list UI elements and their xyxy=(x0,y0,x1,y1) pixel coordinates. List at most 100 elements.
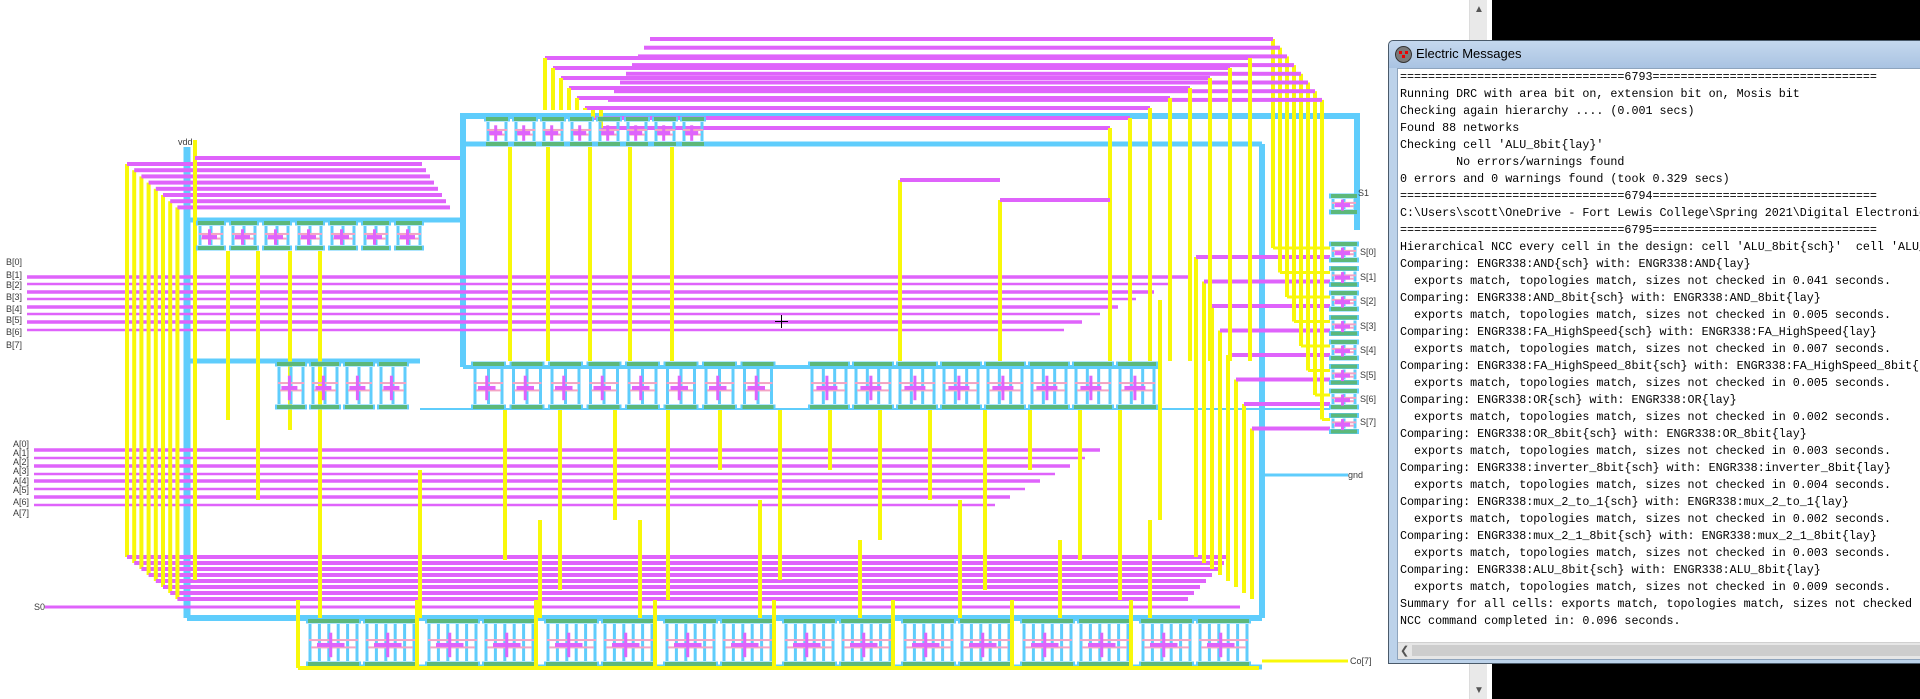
full-adder-cell xyxy=(1196,618,1251,667)
or-cell-diffusion xyxy=(627,367,631,404)
sum-input-wire xyxy=(1212,304,1330,308)
full-adder-cell-diffusion xyxy=(950,624,954,661)
right-bus-wire xyxy=(1285,56,1289,298)
message-line: Comparing: ENGR338:AND_8bit{sch} with: E… xyxy=(1400,291,1821,305)
alu-layout-drawing[interactable] xyxy=(0,0,1470,699)
or-cell-poly xyxy=(743,382,773,385)
scroll-left-arrow-icon[interactable]: ❮ xyxy=(1400,645,1410,657)
full-adder-cell-diffusion xyxy=(455,624,459,661)
or-cell-contact xyxy=(627,405,658,409)
sum-stub xyxy=(1322,418,1330,421)
mux-cell-poly xyxy=(1121,389,1153,392)
full-adder-cell xyxy=(901,618,956,667)
inverter-cell-contact xyxy=(198,221,224,225)
inverter-cell-diffusion xyxy=(253,226,257,245)
layout-canvas[interactable]: vdd B[0]B[1]B[2]B[3]B[4]B[5]B[6]B[7] A[0… xyxy=(0,0,1470,699)
and-cell-diffusion xyxy=(542,122,546,141)
route-wire xyxy=(898,180,902,361)
message-line: Comparing: ENGR338:FA_HighSpeed_8bit{sch… xyxy=(1400,359,1920,373)
route-wire xyxy=(546,147,550,361)
full-adder-cell-diffusion xyxy=(436,624,440,661)
route-wire xyxy=(418,470,422,618)
and-cell-contact xyxy=(626,142,648,146)
mux-cell-diffusion xyxy=(921,367,925,404)
or-cell-diffusion xyxy=(616,367,619,404)
inverter-cell-contact xyxy=(363,246,389,250)
full-adder-cell-diffusion xyxy=(674,624,678,661)
full-adder-cell-diffusion xyxy=(622,624,626,661)
or-cell-poly xyxy=(591,389,617,392)
scrollbar-thumb[interactable] xyxy=(1412,645,1920,656)
left-bus-top-wire xyxy=(127,162,422,166)
output-mux-cell-diffusion xyxy=(1331,320,1335,331)
or-cell-diffusion xyxy=(666,367,669,404)
or-cell-diffusion xyxy=(369,367,373,404)
or-cell-gate xyxy=(349,385,366,390)
message-line: Comparing: ENGR338:ALU_8bit{sch} with: E… xyxy=(1400,563,1821,577)
output-mux-cell-diffusion xyxy=(1353,394,1357,404)
or-cell-diffusion xyxy=(564,367,567,404)
power-rail xyxy=(187,615,1262,621)
full-adder-cell-diffusion xyxy=(850,624,854,661)
full-adder-cell-gate xyxy=(1031,642,1059,647)
and-cell-diffusion xyxy=(598,122,602,141)
mux-cell-gate xyxy=(1124,385,1146,390)
a-input-wire xyxy=(34,495,1010,499)
full-adder-cell-poly xyxy=(1082,646,1127,649)
or-cell-poly xyxy=(382,389,404,392)
or-cell-diffusion xyxy=(577,367,581,404)
scroll-down-arrow-icon[interactable]: ▼ xyxy=(1474,685,1484,696)
full-adder-cell-diffusion xyxy=(374,624,378,661)
or-cell-contact xyxy=(473,362,504,366)
or-cell-diffusion xyxy=(403,367,407,404)
full-adder-cell-contact xyxy=(1079,662,1130,666)
route-down-wire xyxy=(1148,108,1152,361)
mux-cell-contact xyxy=(898,362,936,366)
route-wire xyxy=(1158,300,1162,520)
window-title-bar[interactable]: Electric Messages xyxy=(1389,41,1920,68)
left-bus-wire xyxy=(153,188,158,582)
or-cell-poly xyxy=(707,389,732,392)
full-adder-cell-contact xyxy=(1198,619,1249,623)
mux-cell-poly xyxy=(1031,382,1067,385)
full-adder-cell-gate xyxy=(969,642,997,647)
full-adder-cell-diffusion xyxy=(1022,624,1026,661)
electric-messages-window[interactable]: Electric Messages ======================… xyxy=(1388,40,1920,664)
output-mux-cell-diffusion xyxy=(1353,345,1357,355)
mux-cell-diffusion xyxy=(844,367,848,404)
carry-out-wire xyxy=(1262,659,1348,663)
sum-input-wire xyxy=(1252,426,1330,431)
full-adder-cell-diffusion xyxy=(812,624,816,661)
message-line: exports match, topologies match, sizes n… xyxy=(1400,410,1891,424)
messages-horizontal-scrollbar[interactable]: ❮ xyxy=(1398,642,1920,659)
and-cell-contact xyxy=(682,142,704,146)
full-adder-cell-poly xyxy=(485,639,534,642)
full-adder-cell-poly xyxy=(723,639,772,642)
message-line: Found 88 networks xyxy=(1400,121,1520,135)
export-label-a-4: A[4] xyxy=(13,476,30,486)
full-adder-cell-contact xyxy=(308,662,359,666)
output-mux-cell-diffusion xyxy=(1331,394,1335,404)
full-adder-cell-diffusion xyxy=(793,624,797,661)
message-line: Checking cell 'ALU_8bit{lay}' xyxy=(1400,138,1604,152)
sum-input-wire xyxy=(1220,328,1330,333)
full-adder-cell-poly xyxy=(787,646,832,649)
and-cell-contact xyxy=(682,117,704,121)
or-cell-diffusion xyxy=(589,367,592,404)
or-cell-contact xyxy=(550,362,581,366)
full-adder-cell-contact xyxy=(365,662,416,666)
carry-bus-wire xyxy=(1194,257,1198,557)
or-cell-gate xyxy=(593,385,611,390)
message-line: exports match, topologies match, sizes n… xyxy=(1400,342,1891,356)
or-cell-diffusion xyxy=(357,367,361,404)
crosshair-cursor-icon xyxy=(775,315,788,328)
messages-text-area[interactable]: ================================6793====… xyxy=(1397,68,1920,660)
scroll-up-arrow-icon[interactable]: ▲ xyxy=(1474,4,1484,15)
or-cell-contact xyxy=(379,405,407,409)
full-adder-cell-diffusion xyxy=(722,624,726,661)
top-route-wire xyxy=(577,96,1170,100)
route-wire xyxy=(900,178,1000,182)
inverter-cell-contact xyxy=(264,246,290,250)
full-adder-cell-diffusion xyxy=(879,624,883,661)
and-cell-diffusion xyxy=(588,122,592,141)
